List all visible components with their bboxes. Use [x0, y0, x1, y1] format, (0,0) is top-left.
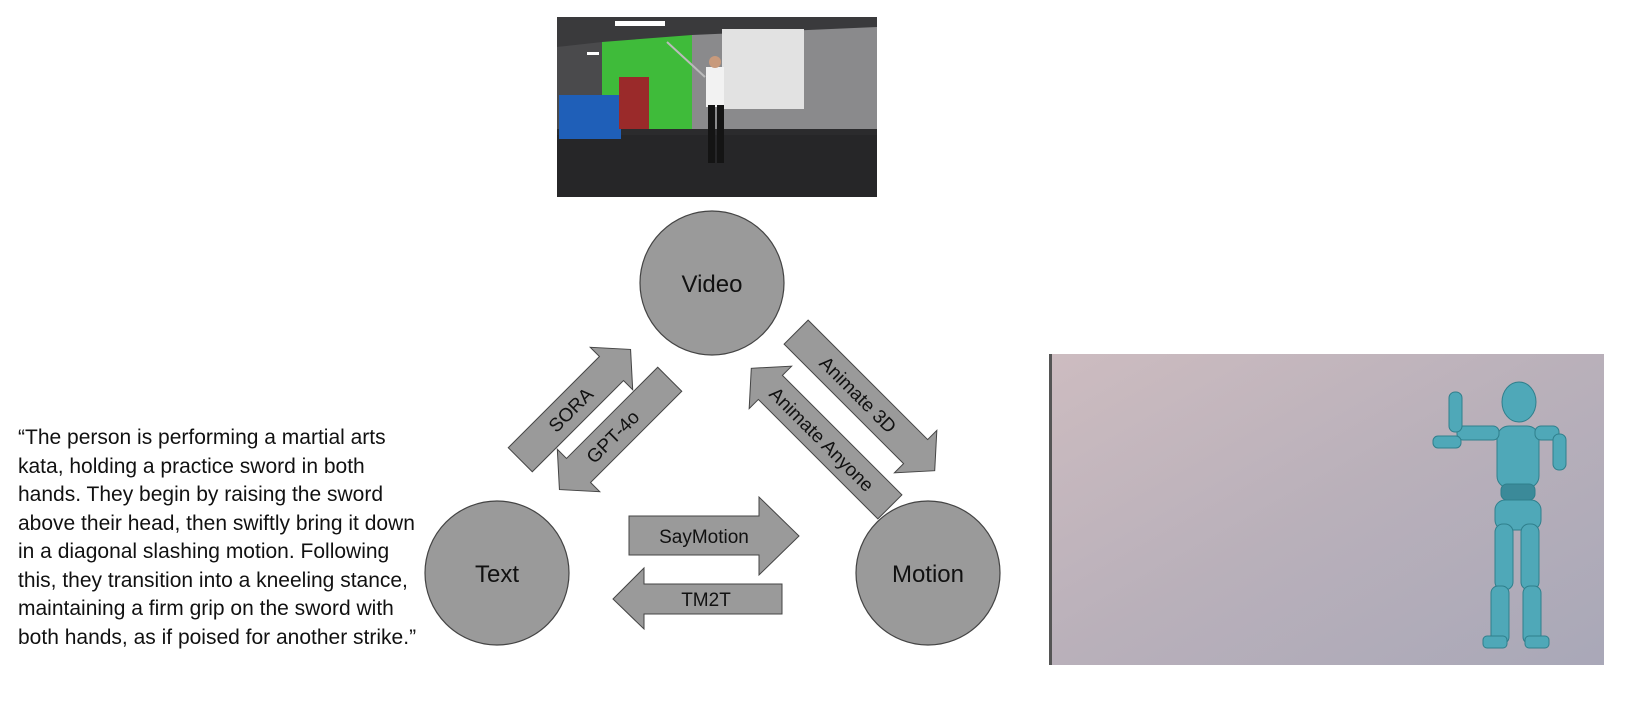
video-node-label: Video [682, 271, 743, 298]
text-node-label: Text [475, 561, 519, 588]
arrow-tm2t: TM2T [612, 566, 783, 631]
arrow-tm2t-label: TM2T [681, 590, 731, 611]
text-description: “The person is performing a martial arts… [18, 426, 417, 649]
motion-render-image [1049, 354, 1604, 665]
motion-figure [1432, 381, 1567, 649]
video-node: Video [639, 210, 785, 356]
motion-node-label: Motion [892, 561, 964, 588]
motion-node: Motion [855, 500, 1001, 646]
arrow-saymotion: SayMotion [628, 495, 800, 577]
text-node: Text [424, 500, 570, 646]
arrow-saymotion-label: SayMotion [659, 527, 749, 548]
video-frame-image [557, 17, 877, 197]
